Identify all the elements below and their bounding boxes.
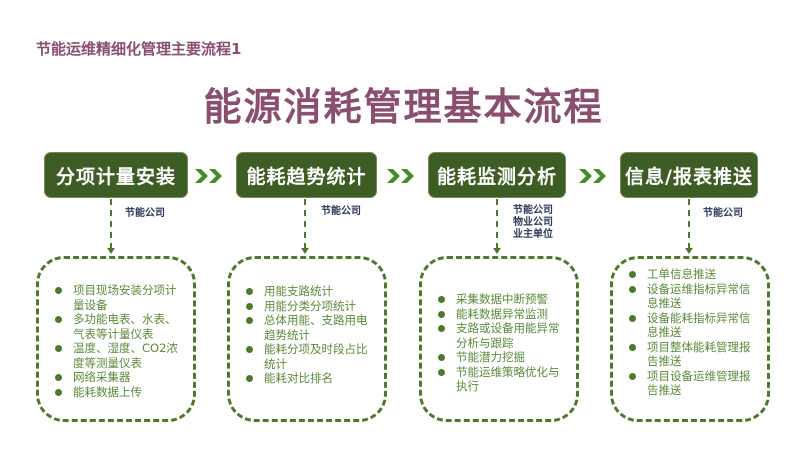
bullet-icon [438, 310, 445, 318]
bullet-icon [55, 388, 62, 396]
owner-label: 物业公司 [513, 217, 553, 228]
dashed-connector [110, 199, 112, 249]
bullet-icon [438, 296, 445, 303]
owner-label: 节能公司 [125, 208, 165, 219]
double-chevron-right-icon [579, 169, 606, 183]
list-item: 能耗分项及时段占比统计 [244, 342, 374, 371]
list-item: 能耗数据异常监测 [436, 307, 566, 322]
list-item: 用能支路统计 [244, 284, 374, 299]
bullet-icon [246, 375, 253, 382]
bullet-icon [55, 345, 62, 352]
list-item: 多功能电表、水表、气表等计量仪表 [53, 312, 183, 341]
owner-label: 业主单位 [513, 229, 553, 240]
list-item: 节能潜力挖掘 [436, 350, 566, 365]
list-item: 项目现场安装分项计量设备 [53, 283, 183, 312]
detail-list: 用能支路统计 用能分类分项统计 总体用能、支路用电趋势统计 能耗分项及时段占比统… [244, 284, 374, 386]
step-detail-card: 工单信息推送 设备运维指标异常信息推送 设备能耗指标异常信息推送 项目整体能耗管… [610, 256, 770, 422]
bullet-icon [438, 354, 445, 361]
owner-label: 节能公司 [703, 208, 743, 219]
bullet-icon [246, 317, 253, 324]
responsible-party: 节能公司 [125, 208, 165, 220]
bullet-icon [246, 288, 253, 295]
list-item: 用能分类分项统计 [244, 299, 374, 314]
dashed-connector [304, 199, 306, 249]
bullet-icon [246, 302, 253, 310]
arrow-down-icon [685, 248, 693, 254]
bullet-icon [629, 271, 636, 278]
double-chevron-right-icon [195, 169, 222, 183]
responsible-party: 节能公司 [703, 208, 743, 220]
dashed-connector [496, 199, 498, 249]
step-header-metering-install: 分项计量安装 [44, 152, 188, 198]
list-item: 能耗对比排名 [244, 371, 374, 386]
list-item: 网络采集器 [53, 370, 183, 385]
bullet-icon [629, 372, 636, 380]
page-subtitle: 节能运维精细化管理主要流程1 [36, 40, 242, 58]
list-item: 采集数据中断预警 [436, 292, 566, 307]
owner-label: 节能公司 [513, 205, 553, 216]
step-detail-card: 采集数据中断预警 能耗数据异常监测 支路或设备用能异常分析与跟踪 节能潜力挖掘 … [419, 256, 579, 422]
bullet-icon [55, 374, 62, 381]
bullet-icon [629, 343, 636, 351]
bullet-icon [55, 287, 62, 294]
detail-list: 采集数据中断预警 能耗数据异常监测 支路或设备用能异常分析与跟踪 节能潜力挖掘 … [436, 292, 566, 394]
arrow-down-icon [107, 248, 115, 254]
bullet-icon [55, 316, 62, 323]
bullet-icon [438, 368, 445, 376]
bullet-icon [438, 325, 445, 332]
bullet-icon [629, 285, 636, 293]
arrow-down-icon [301, 248, 309, 254]
list-item: 工单信息推送 [627, 267, 757, 282]
step-detail-card: 项目现场安装分项计量设备 多功能电表、水表、气表等计量仪表 温度、湿度、CO2浓… [36, 256, 196, 422]
list-item: 节能运维策略优化与执行 [436, 365, 566, 394]
bullet-icon [629, 314, 636, 322]
list-item: 设备运维指标异常信息推送 [627, 282, 757, 311]
detail-list: 工单信息推送 设备运维指标异常信息推送 设备能耗指标异常信息推送 项目整体能耗管… [627, 267, 757, 398]
arrow-down-icon [493, 248, 501, 254]
responsible-party: 节能公司 物业公司 业主单位 [513, 205, 553, 241]
page-title: 能源消耗管理基本流程 [203, 85, 604, 129]
responsible-party: 节能公司 [321, 206, 361, 218]
dashed-connector [688, 199, 690, 249]
list-item: 项目设备运维管理报告推送 [627, 369, 757, 398]
step-header-trend-statistics: 能耗趋势统计 [236, 152, 377, 198]
owner-label: 节能公司 [321, 206, 361, 217]
step-detail-card: 用能支路统计 用能分类分项统计 总体用能、支路用电趋势统计 能耗分项及时段占比统… [227, 256, 387, 422]
list-item: 项目整体能耗管理报告推送 [627, 340, 757, 369]
list-item: 总体用能、支路用电趋势统计 [244, 313, 374, 342]
double-chevron-right-icon [387, 169, 414, 183]
detail-list: 项目现场安装分项计量设备 多功能电表、水表、气表等计量仪表 温度、湿度、CO2浓… [53, 283, 183, 399]
step-header-report-push: 信息/报表推送 [620, 152, 758, 198]
step-header-monitoring-analysis: 能耗监测分析 [428, 152, 566, 198]
list-item: 能耗数据上传 [53, 385, 183, 400]
bullet-icon [246, 346, 253, 353]
list-item: 温度、湿度、CO2浓度等测量仪表 [53, 341, 183, 370]
list-item: 支路或设备用能异常分析与跟踪 [436, 321, 566, 350]
list-item: 设备能耗指标异常信息推送 [627, 311, 757, 340]
